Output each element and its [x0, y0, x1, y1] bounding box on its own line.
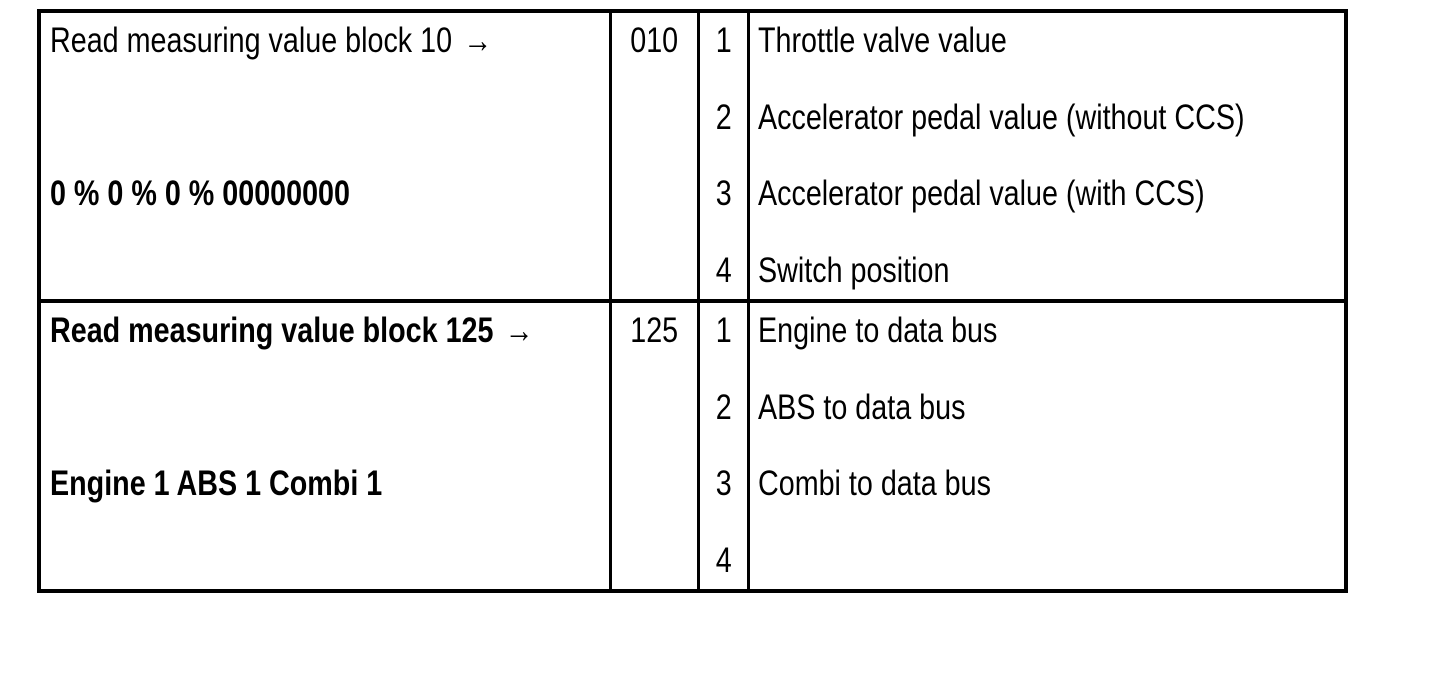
item-number-line: 3 — [700, 446, 747, 518]
item-number: 2 — [715, 97, 732, 137]
measuring-block-row: Read measuring value block 125 → Engine 1… — [41, 299, 1344, 589]
item-number-line: 3 — [700, 156, 747, 228]
display-value-line: Engine 1 ABS 1 Combi 1 — [41, 446, 640, 518]
item-label: Accelerator pedal value (without CCS) — [758, 97, 1245, 137]
item-label: Engine to data bus — [758, 311, 998, 350]
item-number-line: 4 — [700, 518, 747, 590]
block-number: 125 — [630, 311, 679, 350]
measuring-block-row: Read measuring value block 10 → 0 % 0 % 0… — [41, 13, 1344, 299]
item-number-column: 1 2 3 4 — [700, 13, 750, 299]
item-number-line: 1 — [700, 303, 747, 375]
item-number-line: 2 — [700, 375, 747, 447]
command-cell: Read measuring value block 10 → 0 % 0 % 0… — [41, 13, 612, 299]
item-label: Accelerator pedal value (with CCS) — [758, 174, 1205, 213]
right-arrow-icon: → — [463, 21, 493, 60]
item-number: 4 — [715, 540, 732, 580]
spacer — [41, 518, 640, 590]
item-label: Throttle valve value — [758, 21, 1007, 60]
block-number: 010 — [630, 21, 679, 60]
item-number: 4 — [715, 250, 732, 290]
item-number-line: 4 — [700, 228, 747, 300]
display-value: 0 % 0 % 0 % 00000000 — [50, 174, 350, 213]
block-number-line: 010 — [612, 13, 697, 85]
right-arrow-icon: → — [504, 311, 534, 350]
item-number: 1 — [715, 21, 732, 60]
item-description-column: Engine to data bus ABS to data bus Combi… — [750, 303, 1344, 589]
item-label-line: Accelerator pedal value (without CCS) — [750, 85, 1351, 157]
command-text: Read measuring value block 125 — [50, 311, 494, 350]
command-line: Read measuring value block 10 → — [41, 13, 609, 85]
item-label-line: Switch position — [750, 228, 1351, 300]
command-text: Read measuring value block 10 — [50, 21, 453, 60]
item-label-line — [750, 518, 1344, 590]
item-number-column: 1 2 3 4 — [700, 303, 750, 589]
item-description-column: Throttle valve value Accelerator pedal v… — [750, 13, 1351, 299]
command-cell: Read measuring value block 125 → Engine 1… — [41, 303, 612, 589]
block-number-cell: 010 — [612, 13, 700, 299]
display-value-line: 0 % 0 % 0 % 00000000 — [41, 156, 609, 228]
spacer — [41, 85, 609, 157]
item-number: 3 — [715, 464, 732, 503]
display-value: Engine 1 ABS 1 Combi 1 — [50, 464, 383, 503]
spacer — [41, 375, 640, 447]
command-line: Read measuring value block 125 → — [41, 303, 640, 375]
item-label: ABS to data bus — [758, 387, 966, 427]
item-number: 2 — [715, 387, 732, 427]
item-number-line: 1 — [700, 13, 747, 85]
item-label-line: ABS to data bus — [750, 375, 1344, 447]
spacer — [41, 228, 609, 300]
block-number-cell: 125 — [612, 303, 700, 589]
item-label: Switch position — [758, 250, 950, 290]
item-label-line: Throttle valve value — [750, 13, 1351, 85]
item-number: 3 — [715, 174, 732, 213]
item-number: 1 — [715, 311, 732, 350]
item-label-line: Combi to data bus — [750, 446, 1344, 518]
measuring-blocks-table: Read measuring value block 10 → 0 % 0 % 0… — [37, 9, 1348, 593]
block-number-line: 125 — [612, 303, 697, 375]
item-label: Combi to data bus — [758, 464, 991, 503]
item-label-line: Accelerator pedal value (with CCS) — [750, 156, 1351, 228]
item-number-line: 2 — [700, 85, 747, 157]
item-label-line: Engine to data bus — [750, 303, 1344, 375]
